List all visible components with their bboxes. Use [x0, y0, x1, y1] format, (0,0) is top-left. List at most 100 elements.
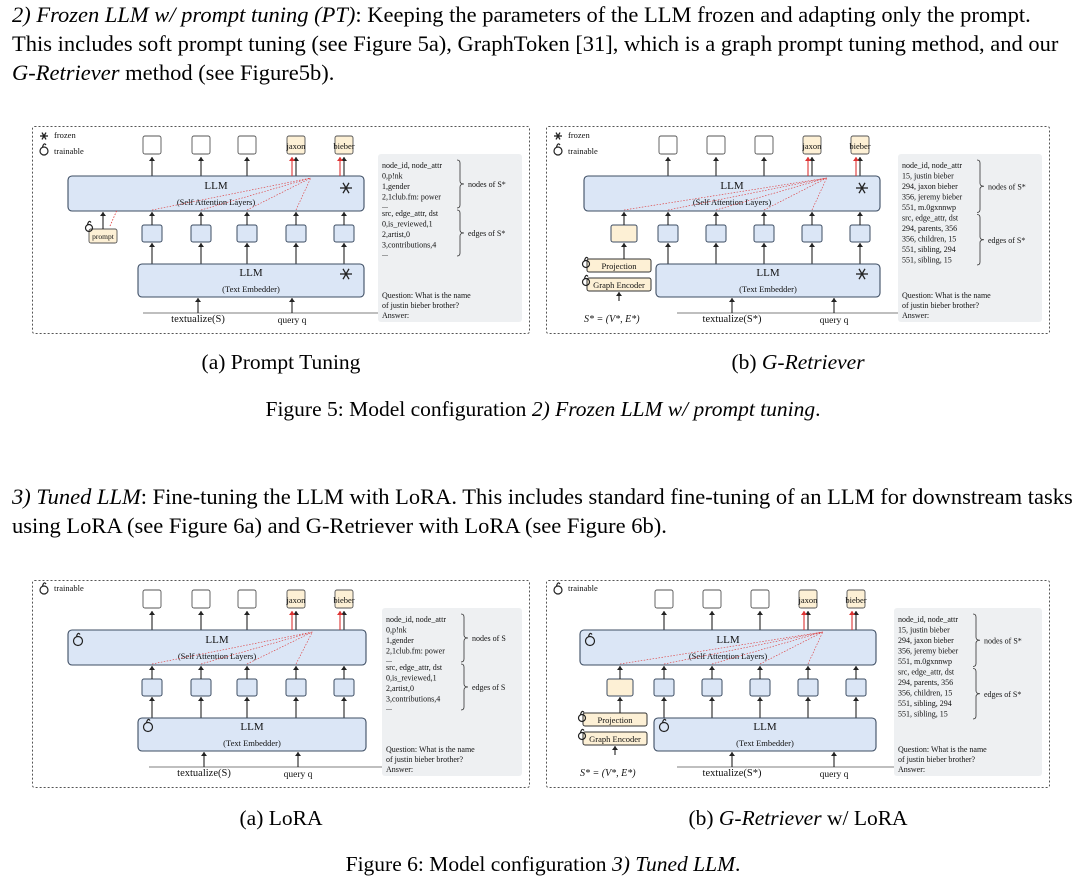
output-token-empty [706, 135, 726, 155]
node-row: 15, justin bieber [898, 626, 950, 635]
attention-dotted [715, 177, 827, 211]
subcaption-suffix: w/ LoRA [821, 806, 908, 830]
flame-ring [553, 146, 563, 156]
flame-ring [584, 635, 596, 647]
textualized-panel [894, 608, 1042, 776]
graph-token-arrow-head [617, 666, 623, 670]
output-token [286, 135, 306, 155]
node-row: 2,1club.fm: power [386, 647, 445, 656]
legend-trainable: trainable [568, 146, 598, 156]
flame-icon [553, 582, 563, 595]
projection-label: Projection [602, 261, 638, 271]
edge-row: 294, parents, 356 [898, 678, 953, 687]
graph-token-arrow-head [621, 212, 627, 216]
graph-encoder-label: Graph Encoder [589, 734, 641, 744]
edge-row: 0,is_reviewed,1 [382, 220, 433, 229]
embedding-arrow-head [713, 212, 719, 216]
embedding-arrow-head [293, 212, 299, 216]
output-arrow-head [293, 611, 299, 615]
textualize-arrow-head [729, 752, 735, 756]
flame-icon [39, 582, 49, 595]
self-attention-label: (Self Attention Layers) [689, 651, 768, 661]
caption-prefix: Figure 6: Model configuration [345, 852, 612, 876]
embedding-arrow-head [761, 212, 767, 216]
brace [460, 613, 469, 663]
node-row: 551, m.0gxnnwp [898, 657, 952, 666]
output-arrow-head [341, 611, 347, 615]
embedding-arrow-head [857, 212, 863, 216]
subcaption-prefix: (b) [688, 806, 719, 830]
brace [460, 663, 469, 711]
node-row: 0,p!nk [386, 626, 407, 635]
textualize-arrow-head [729, 298, 735, 302]
edge-row: 356, children, 15 [898, 689, 952, 698]
query-label: query q [284, 770, 313, 780]
paragraph-frozen-llm: 2) Frozen LLM w/ prompt tuning (PT): Kee… [12, 0, 1074, 87]
embedding-arrow-head [293, 243, 299, 247]
edge-row: 3,contributions,4 [386, 695, 440, 704]
token-bieber: bieber [333, 141, 354, 151]
figure-5b-subcaption: (b) G-Retriever [546, 350, 1050, 375]
llm-label: LLM [240, 721, 263, 733]
caption-suffix: . [815, 397, 821, 421]
textualize-label: textualize(S) [177, 768, 231, 779]
figure-6-caption: Figure 6: Model configuration 3) Tuned L… [0, 852, 1086, 877]
flame-ring [39, 146, 49, 156]
llm-label: LLM [239, 267, 262, 279]
output-token-empty [754, 135, 774, 155]
ellipsis-label: ... [382, 249, 388, 258]
output-token-empty [191, 135, 211, 155]
flame-tip [661, 718, 667, 723]
output-arrow-head [149, 611, 155, 615]
embedding-token [657, 224, 679, 243]
attention-dotted [623, 177, 827, 211]
flame-tip [555, 582, 561, 587]
query-label: query q [278, 316, 307, 326]
question-line-2: of justin bieber brother? [382, 301, 460, 310]
ellipsis-label: ... [382, 201, 388, 210]
text-embedder-label: (Text Embedder) [736, 738, 794, 748]
edges-of-s-label: edges of S [472, 683, 505, 692]
subcaption-method: G-Retriever [761, 350, 865, 374]
brace [456, 209, 465, 257]
node-row: node_id, node_attr [898, 615, 958, 624]
output-arrow-head [805, 611, 811, 615]
embedding-token [749, 678, 771, 697]
embedding-arrow-head [149, 243, 155, 247]
flame-ring [84, 223, 94, 233]
embedding-token [333, 224, 355, 243]
embedding-arrow-head [709, 697, 715, 701]
attention-arrow-head [853, 157, 859, 161]
output-arrow-head [244, 611, 250, 615]
embedding-arrow-head [665, 212, 671, 216]
embedding-arrow-head [713, 243, 719, 247]
output-arrow-head [198, 611, 204, 615]
self-attention-label: (Self Attention Layers) [177, 197, 256, 207]
question-line-2: of justin bieber brother? [902, 301, 980, 310]
embedding-arrow-head [149, 666, 155, 670]
subgraph-equation: S* = (V*, E*) [580, 768, 636, 779]
llm-box [579, 629, 877, 666]
embedding-arrow-head [761, 243, 767, 247]
nodes-of-s-label: nodes of S* [984, 636, 1022, 645]
flame-tip [583, 256, 589, 261]
graph-encoder-arrow-head [616, 292, 622, 296]
embedding-token [236, 224, 258, 243]
edges-of-s-label: edges of S* [468, 229, 505, 238]
embedding-arrow-head [853, 666, 859, 670]
attention-dotted [200, 177, 311, 211]
attention-arrow-head [337, 157, 343, 161]
embedding-token [190, 224, 212, 243]
brace [976, 159, 985, 213]
llm-label: LLM [204, 180, 227, 192]
flame-ring [577, 713, 587, 723]
edge-row: src, edge_attr, dst [386, 663, 443, 672]
snowflake-icon [40, 132, 48, 140]
embedding-token [653, 678, 675, 697]
figure-border [546, 126, 1050, 334]
edge-row: 2,artist,0 [386, 684, 414, 693]
node-row: node_id, node_attr [386, 615, 446, 624]
embedding-arrow-head [709, 666, 715, 670]
node-row: 294, jaxon bieber [902, 182, 958, 191]
